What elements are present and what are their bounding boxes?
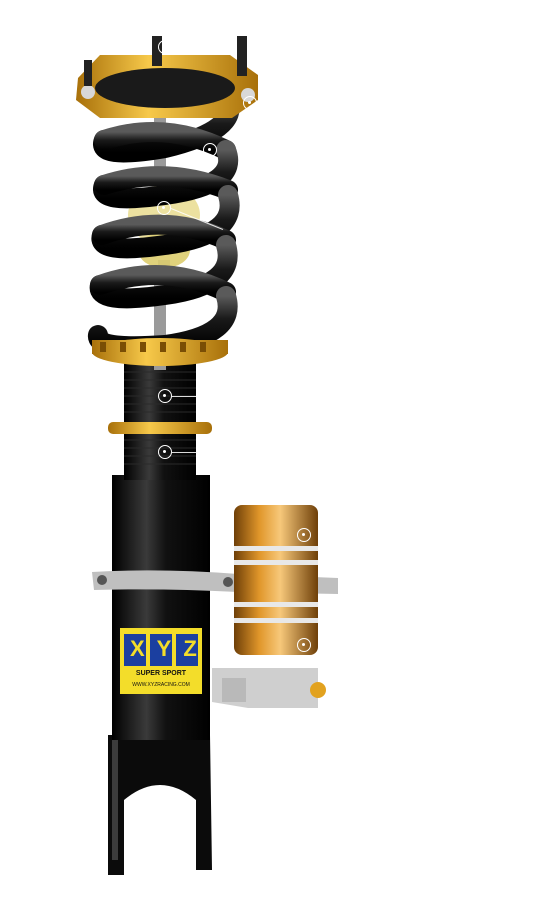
- brand-label: [120, 628, 202, 694]
- spring-perch: [92, 338, 228, 434]
- brand-label-letters: XYZ: [124, 636, 198, 662]
- shock-body: [112, 362, 210, 740]
- lower-fork: [108, 735, 212, 875]
- top-mount-hotspot[interactable]: [243, 96, 257, 110]
- threaded-body-hotspot[interactable]: [158, 389, 172, 403]
- lower-lock-ring-leader: [172, 452, 196, 453]
- reservoir-upper-hotspot[interactable]: [297, 528, 311, 542]
- remote-reservoir: [212, 505, 326, 708]
- label-line-text: SUPER SPORT: [135, 670, 187, 677]
- brand-label-text: XYZ: [130, 636, 209, 661]
- label-url-text: WWW.XYZRACING.COM: [132, 682, 190, 688]
- reservoir-lower-hotspot[interactable]: [297, 638, 311, 652]
- spring-hotspot[interactable]: [203, 143, 217, 157]
- top-stud-hotspot[interactable]: [158, 40, 172, 54]
- threaded-body-leader: [172, 396, 196, 397]
- lower-lock-ring-hotspot[interactable]: [158, 445, 172, 459]
- bump-stop-hotspot[interactable]: [157, 201, 171, 215]
